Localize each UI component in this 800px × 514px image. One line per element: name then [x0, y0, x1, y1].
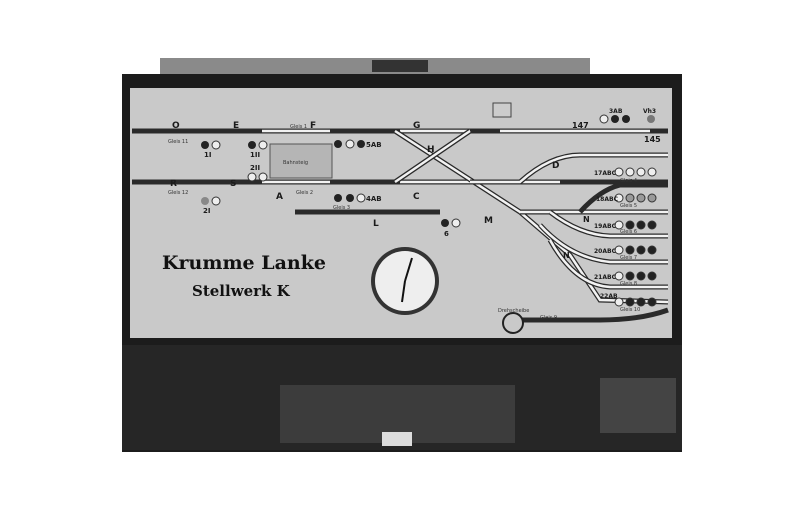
- track-label-d: D: [552, 161, 559, 171]
- signal-lamp: [647, 297, 657, 307]
- signal-label-2II: 2II: [250, 164, 260, 172]
- track-label-m: M: [484, 216, 493, 226]
- signal-lamp: [625, 220, 635, 230]
- console-plate: [382, 432, 412, 446]
- signal-lamp: [614, 193, 624, 203]
- track-signal-lamps: [614, 167, 657, 307]
- track-label-l: L: [373, 219, 379, 229]
- signal-label-1I: 1I: [204, 151, 211, 159]
- gleis-1: Gleis 1: [290, 124, 307, 130]
- gleis-5: Gleis 5: [620, 203, 637, 209]
- signal-lamp: [636, 245, 646, 255]
- signal-lamp: [614, 271, 624, 281]
- signal-label-22: 22AB: [600, 293, 618, 300]
- platform-block: [269, 143, 333, 179]
- signal-lamp: [614, 245, 624, 255]
- signal-lamp: [636, 271, 646, 281]
- track-label-n2: N: [563, 251, 570, 260]
- track-label-145: 145: [644, 135, 661, 144]
- signal-label-6: 6: [444, 230, 449, 238]
- signal-lamp: [625, 193, 635, 203]
- turntable-label: Drehscheibe: [498, 308, 529, 314]
- platform-label: Bahnsteig: [283, 160, 308, 166]
- clock: [371, 247, 439, 315]
- signal-label-21: 21ABC: [594, 274, 617, 281]
- gleis-4: Gleis 4: [620, 178, 637, 184]
- signal-label-18: 18ABC: [596, 196, 619, 203]
- signal-lamp: [625, 167, 635, 177]
- gleis-8: Gleis 8: [620, 281, 637, 287]
- turntable: [502, 312, 524, 334]
- gleis-6: Gleis 6: [620, 229, 637, 235]
- gleis-3: Gleis 3: [333, 205, 350, 211]
- track-label-c: C: [413, 192, 420, 202]
- signal-lamp: [625, 297, 635, 307]
- track-label-f: F: [310, 121, 316, 131]
- track-label-g: G: [413, 121, 420, 131]
- signal-lamp: [647, 245, 657, 255]
- signal-label-5: 5AB: [366, 141, 382, 149]
- signal-label-17: 17ABC: [594, 170, 617, 177]
- signal-lamps: [201, 114, 655, 228]
- signal-lamp: [636, 167, 646, 177]
- station-name: Krumme Lanke: [162, 252, 326, 274]
- signal-lamp: [636, 193, 646, 203]
- track-label-a: A: [276, 192, 283, 202]
- track-label-n: N: [583, 215, 590, 224]
- track-label-o: O: [172, 121, 180, 131]
- signal-lamp: [636, 297, 646, 307]
- signal-lamp: [647, 220, 657, 230]
- gleis-12: Gleis 12: [168, 190, 188, 196]
- signal-label-vh3: Vh3: [643, 108, 656, 115]
- console-panel: [600, 378, 676, 433]
- signal-label-20: 20ABC: [594, 248, 617, 255]
- signal-lamp: [647, 271, 657, 281]
- track-label-147: 147: [572, 121, 589, 130]
- gleis-2: Gleis 2: [296, 190, 313, 196]
- gleis-7: Gleis 7: [620, 255, 637, 261]
- signal-lamp: [647, 167, 657, 177]
- signal-label-4: 4AB: [366, 195, 382, 203]
- gleis-11: Gleis 11: [168, 139, 188, 145]
- signal-label-2I: 2I: [203, 207, 210, 215]
- signal-lamp: [614, 167, 624, 177]
- signal-label-1II: 1II: [250, 151, 260, 159]
- signal-lamp: [636, 220, 646, 230]
- signal-lamp: [625, 271, 635, 281]
- signal-lamp: [647, 193, 657, 203]
- gleis-9: Gleis 9: [540, 315, 557, 321]
- track-label-e: E: [233, 121, 239, 131]
- signal-lamp: [614, 297, 624, 307]
- indicator-box: [492, 102, 512, 118]
- track-label-r: R: [170, 179, 177, 189]
- signal-lamp: [614, 220, 624, 230]
- signal-label-19: 19ABC: [594, 223, 617, 230]
- signal-box-name: Stellwerk K: [192, 282, 291, 300]
- signal-label-3: 3AB: [609, 108, 623, 115]
- track-label-h: H: [427, 145, 435, 155]
- track-label-s: S: [230, 179, 236, 189]
- gleis-10: Gleis 10: [620, 307, 640, 313]
- top-indicator: [372, 60, 428, 72]
- signal-lamp: [625, 245, 635, 255]
